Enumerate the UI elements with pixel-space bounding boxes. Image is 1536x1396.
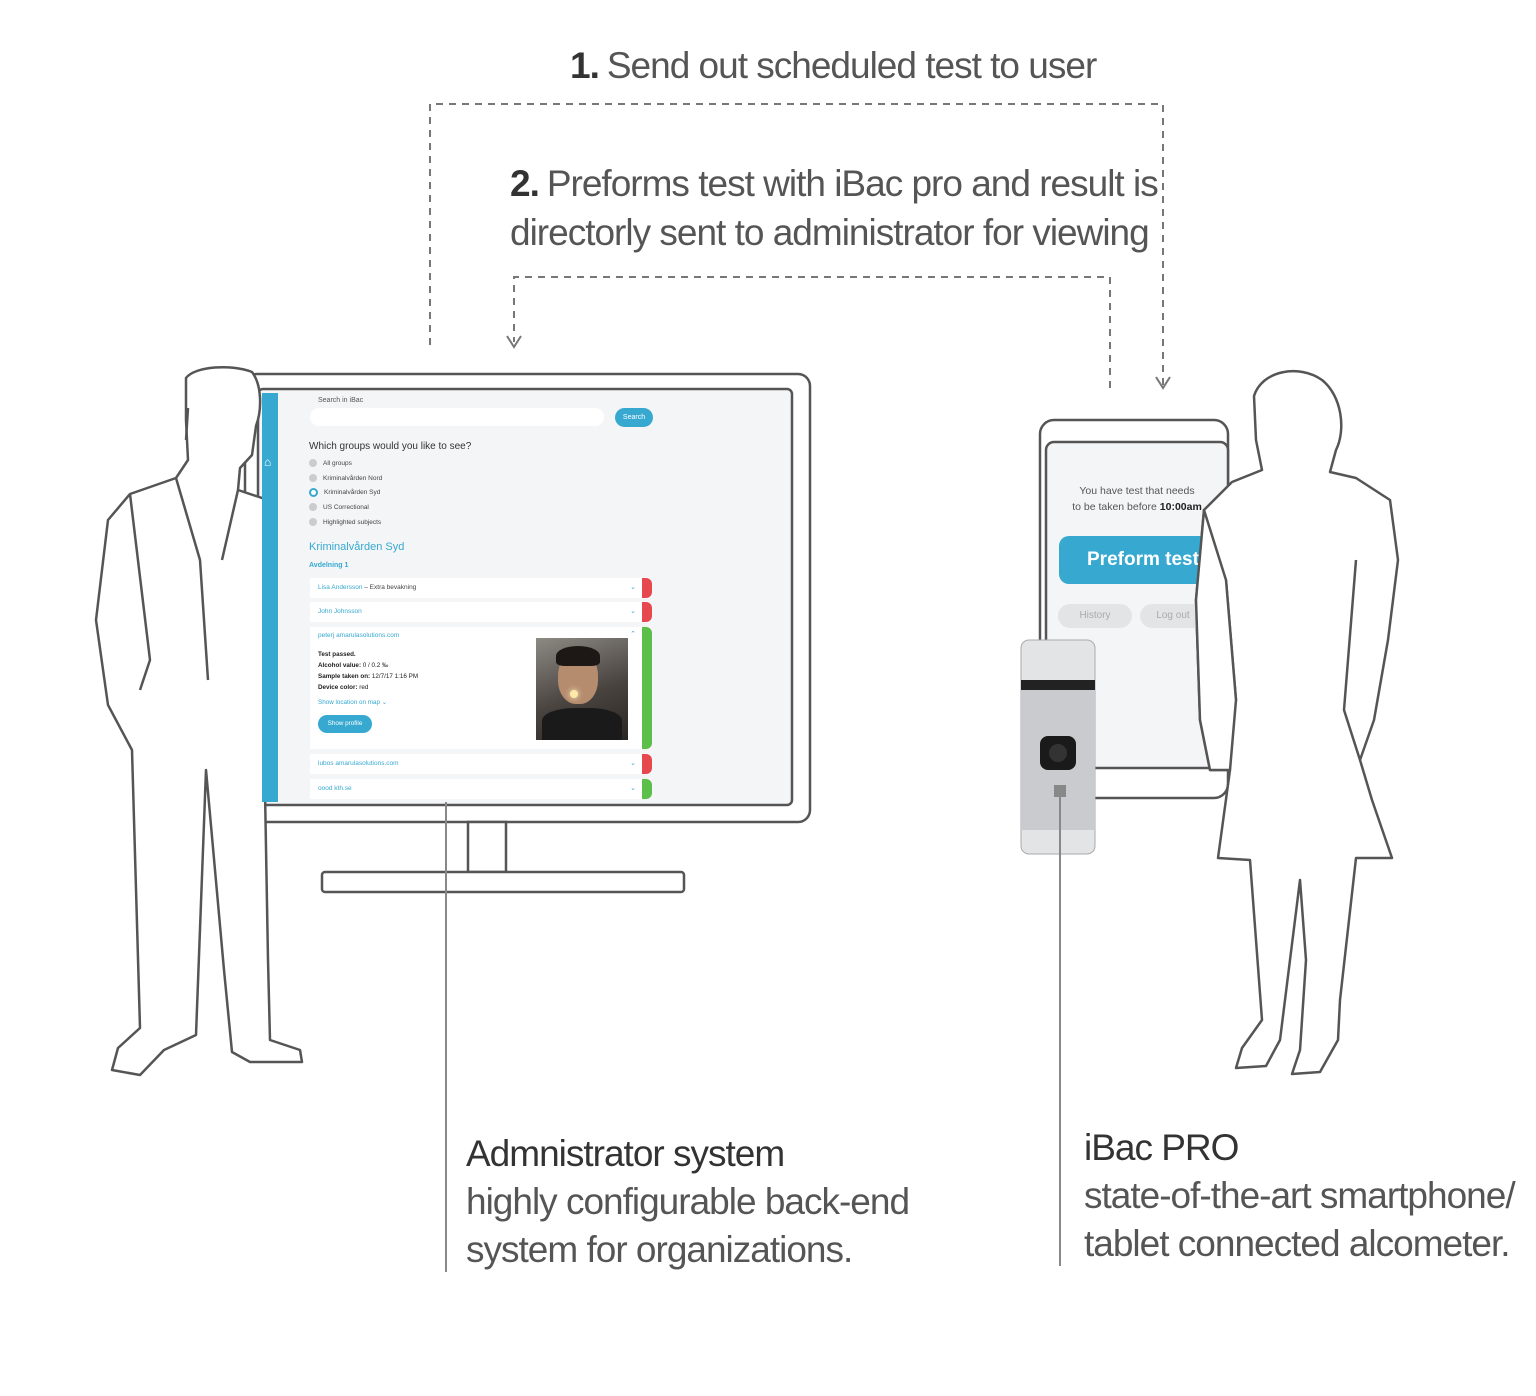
ibac-caption-line2: tablet connected alcometer. [1084,1223,1511,1264]
group-option-highlighted[interactable]: Highlighted subjects [309,517,381,528]
status-indicator-red [642,754,652,774]
chevron-down-icon[interactable]: ⌄ [630,584,636,591]
phone-message-time: 10:00am [1159,501,1202,513]
status-indicator-red [642,578,652,598]
location-link-text: Show location on map [318,699,380,706]
chevron-up-icon[interactable]: ⌃ [630,631,636,638]
photo-hair [556,646,600,666]
dashed-arrow-step2 [513,276,1111,388]
group-option-syd[interactable]: Kriminalvården Syd [309,487,380,498]
status-indicator-red [642,602,652,622]
radio-icon[interactable] [309,518,317,527]
option-label: All groups [323,460,352,467]
device-color-label: Device color: [318,684,358,691]
option-label: US Correctional [323,504,369,511]
step-1-label: 1.Send out scheduled test to user [570,42,1097,90]
preform-test-button[interactable]: Preform test [1059,536,1209,584]
ibac-caption: iBac PRO state-of-the-art smartphone/ ta… [1084,1124,1516,1268]
dashed-arrow-step1 [429,103,1164,385]
ibac-caption-title: iBac PRO [1084,1127,1239,1168]
step-number: 1. [570,45,600,86]
phone-message-line1: You have test that needs [1079,485,1195,497]
subject-note: – Extra bevakning [364,584,417,591]
admin-caption-title: Admnistrator system [466,1133,785,1174]
group-title: Kriminalvården Syd [309,541,405,553]
pointer-line-ibac [1054,785,1066,1266]
subject-detail-card: peterj amarulasolutions.com ⌃ Test passe… [310,627,642,749]
status-indicator-green [642,779,652,799]
subject-row[interactable]: lubos amarulasolutions.com ⌄ [310,754,642,774]
phone-message-line2: to be taken before [1072,501,1157,513]
subject-name: Lisa Andersson [318,584,363,591]
show-profile-button[interactable]: Show profile [318,715,372,733]
alcohol-value: 0 / 0.2 ‰ [362,662,389,669]
test-result-details: Test passed. Alcohol value: 0 / 0.2 ‰ Sa… [318,649,418,693]
radio-selected-icon[interactable] [309,487,318,497]
alcometer-device-icon [1020,639,1096,855]
man-figure-icon [94,366,308,1077]
step-2-line2: directorly sent to administrator for vie… [510,212,1150,253]
subject-name: lubos amarulasolutions.com [318,760,399,767]
group-option-all[interactable]: All groups [309,458,352,469]
search-label: Search in iBac [318,397,364,404]
test-photo [536,638,628,740]
group-option-nord[interactable]: Kriminalvården Nord [309,473,382,484]
status-indicator-green [642,627,652,749]
search-input[interactable] [310,408,604,426]
admin-sidebar[interactable]: ⌂ [262,393,278,802]
sample-label: Sample taken on: [318,673,371,680]
subject-name: John Johnsson [318,608,362,615]
show-location-link[interactable]: Show location on map ⌄ [318,699,387,706]
department-title: Avdelning 1 [309,562,349,569]
logout-button[interactable]: Log out [1140,604,1206,628]
radio-icon[interactable] [309,503,317,512]
test-result: Test passed. [318,651,356,658]
subject-row[interactable]: oood kth.se ⌄ [310,779,642,799]
ibac-caption-line1: state-of-the-art smartphone/ [1084,1175,1516,1216]
option-label: Kriminalvården Syd [324,489,381,496]
step-text: Send out scheduled test to user [606,45,1097,86]
subject-name: oood kth.se [318,785,352,792]
admin-caption-line2: system for organizations. [466,1229,853,1270]
arrowhead-down-icon [506,335,522,349]
chevron-down-icon[interactable]: ⌄ [630,785,636,792]
groups-question: Which groups would you like to see? [309,441,472,452]
arrowhead-down-icon [1155,376,1171,390]
radio-icon[interactable] [309,474,317,483]
option-label: Kriminalvården Nord [323,475,383,482]
subject-row[interactable]: John Johnsson ⌄ [310,602,642,622]
admin-caption-line1: highly configurable back-end [466,1181,910,1222]
photo-device-light [570,690,578,698]
alcohol-label: Alcohol value: [318,662,362,669]
subject-row[interactable]: Lisa Andersson – Extra bevakning ⌄ [310,578,642,598]
search-button[interactable]: Search [615,408,653,427]
home-icon[interactable]: ⌂ [264,455,272,469]
subject-email[interactable]: peterj amarulasolutions.com [318,632,400,639]
photo-shirt [542,708,622,740]
step-number: 2. [510,163,540,204]
radio-icon[interactable] [309,459,317,468]
step-2-label: 2.Preforms test with iBac pro and result… [510,160,1159,208]
device-color-value: red [359,684,369,691]
admin-caption: Admnistrator system highly configurable … [466,1130,910,1274]
sample-value: 12/7/17 1:16 PM [371,673,419,680]
group-option-us[interactable]: US Correctional [309,502,369,513]
phone-test-message: You have test that needs to be taken bef… [1062,483,1212,515]
chevron-down-icon[interactable]: ⌄ [630,608,636,615]
chevron-down-icon[interactable]: ⌄ [630,760,636,767]
step-text-line1: Preforms test with iBac pro and result i… [546,163,1159,204]
history-button[interactable]: History [1058,604,1132,628]
option-label: Highlighted subjects [323,519,382,526]
